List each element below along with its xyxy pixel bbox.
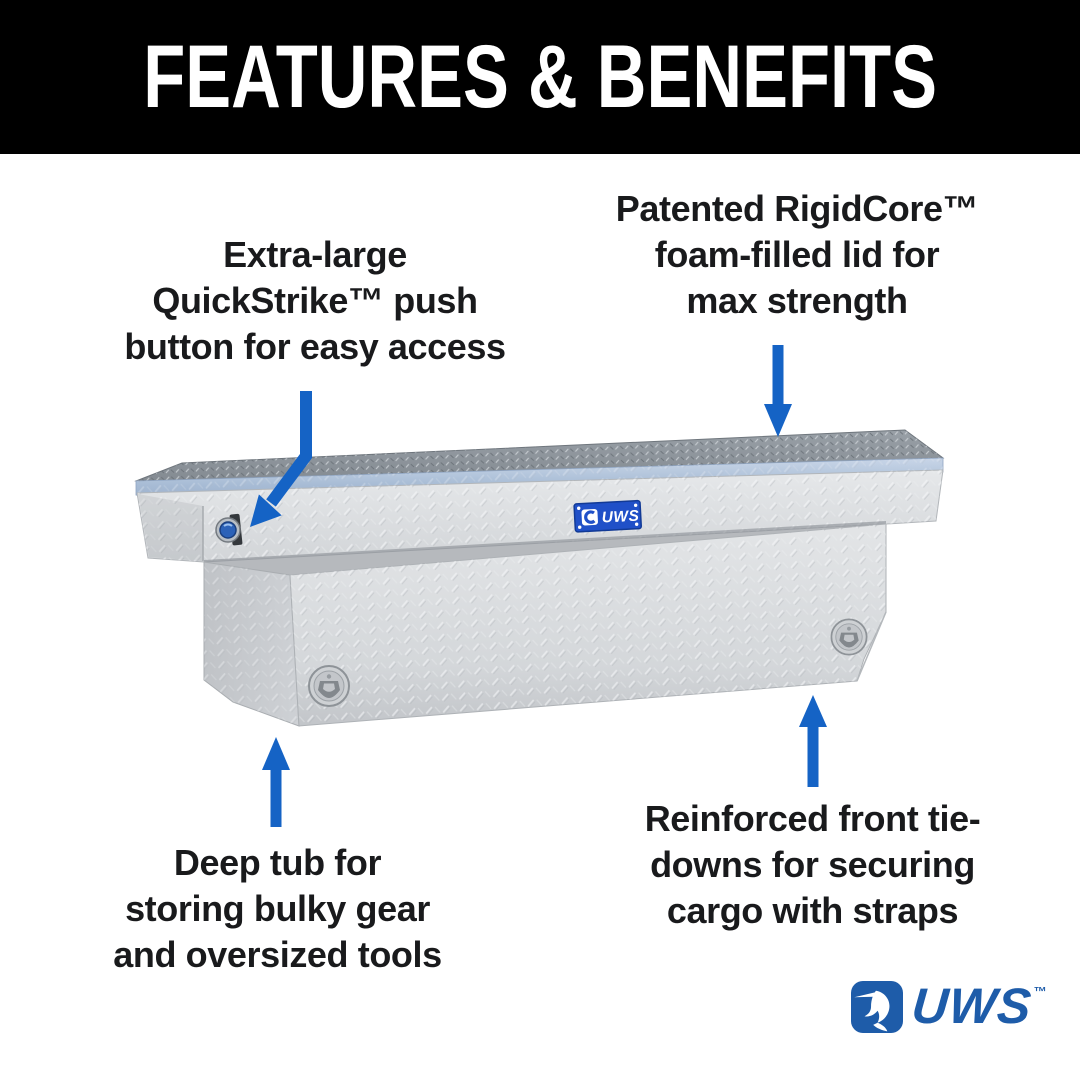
badge-label: UWS <box>601 508 640 527</box>
callout-line: and oversized tools <box>113 934 442 975</box>
uws-logo: UWS ™ <box>851 978 1047 1034</box>
callout-line: Deep tub for <box>173 842 382 883</box>
callout-rigidcore: Patented RigidCore™ foam-filled lid for … <box>563 186 1031 324</box>
lid-seam-shadow <box>204 521 886 577</box>
header-banner: FEATURES & BENEFITS <box>0 0 1080 154</box>
callout-line: foam-filled lid for <box>654 234 940 275</box>
uws-badge: UWS <box>573 499 642 533</box>
callout-deep-tub: Deep tub for storing bulky gear and over… <box>55 840 500 978</box>
callout-quickstrike: Extra-large QuickStrike™ push button for… <box>75 232 555 370</box>
callout-arrows <box>250 345 827 827</box>
arrow-tie-downs <box>799 695 827 787</box>
toolbox-tub-left-wall <box>203 561 300 727</box>
callout-line: Patented RigidCore™ <box>615 188 979 229</box>
callout-line: Reinforced front tie- <box>644 798 981 839</box>
uws-fish-icon <box>851 981 903 1033</box>
callout-tie-downs: Reinforced front tie- downs for securing… <box>585 796 1040 934</box>
callout-line: QuickStrike™ push <box>152 280 478 321</box>
callout-line: max strength <box>686 280 908 321</box>
page-title: FEATURES & BENEFITS <box>143 26 937 127</box>
uws-logo-text: UWS <box>909 978 1035 1034</box>
arrow-quickstrike <box>250 391 312 527</box>
toolbox-tub-front <box>289 523 887 727</box>
callout-line: button for easy access <box>124 326 506 367</box>
toolbox: UWS <box>134 429 945 727</box>
tie-down-ring-left <box>308 665 350 707</box>
callout-line: cargo with straps <box>666 890 959 931</box>
tie-down-ring-right <box>830 618 868 656</box>
uws-logo-tm: ™ <box>1033 984 1047 999</box>
arrow-rigidcore <box>764 345 792 437</box>
quickstrike-push-button <box>215 513 243 546</box>
callout-line: Extra-large <box>223 234 407 275</box>
callout-line: downs for securing <box>650 844 975 885</box>
callout-line: storing bulky gear <box>125 888 430 929</box>
arrow-deep-tub <box>262 737 290 827</box>
